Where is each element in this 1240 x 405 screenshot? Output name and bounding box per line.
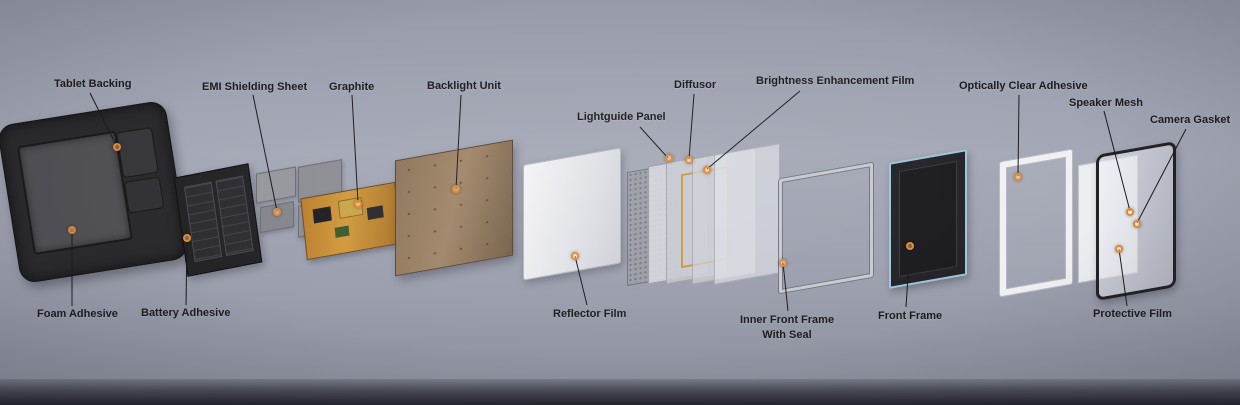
callout-marker-brightness-enhancement-film xyxy=(703,166,711,174)
callout-marker-backlight-unit xyxy=(452,185,460,193)
callout-marker-lightguide-panel xyxy=(665,154,673,162)
label-emi-shielding-sheet: EMI Shielding Sheet xyxy=(202,81,308,93)
callout-marker-speaker-mesh xyxy=(1126,208,1134,216)
label-brightness-enhancement-film: Brightness Enhancement Film xyxy=(756,75,915,87)
label-camera-gasket: Camera Gasket xyxy=(1150,114,1231,126)
label-backlight-unit: Backlight Unit xyxy=(427,80,501,92)
floor-shadow-band xyxy=(0,379,1240,405)
label-front-frame: Front Frame xyxy=(878,310,943,322)
callout-marker-protective-film xyxy=(1115,245,1123,253)
label-protective-film: Protective Film xyxy=(1093,308,1172,320)
label-inner-front-frame-with-seal: Inner Front Frame With Seal xyxy=(739,314,835,341)
callout-marker-battery-adhesive xyxy=(183,234,191,242)
callout-marker-reflector-film xyxy=(571,252,579,260)
callout-marker-foam-adhesive xyxy=(68,226,76,234)
label-diffusor: Diffusor xyxy=(674,79,717,91)
callout-marker-diffusor xyxy=(685,156,693,164)
label-foam-adhesive: Foam Adhesive xyxy=(37,308,118,320)
label-battery-adhesive: Battery Adhesive xyxy=(141,307,231,319)
label-speaker-mesh: Speaker Mesh xyxy=(1069,97,1143,109)
callout-marker-emi-shielding-sheet xyxy=(273,208,281,216)
label-graphite: Graphite xyxy=(329,81,375,93)
label-optically-clear-adhesive: Optically Clear Adhesive xyxy=(959,80,1088,92)
label-lightguide-panel: Lightguide Panel xyxy=(577,111,666,123)
callout-marker-optically-clear-adhesive xyxy=(1014,173,1022,181)
callout-marker-inner-front-frame xyxy=(779,259,787,267)
callout-marker-front-frame xyxy=(906,242,914,250)
label-reflector-film: Reflector Film xyxy=(553,308,627,320)
callout-marker-tablet-backing xyxy=(113,143,121,151)
label-tablet-backing: Tablet Backing xyxy=(54,78,132,90)
callout-marker-graphite xyxy=(354,200,362,208)
callout-marker-camera-gasket xyxy=(1133,220,1141,228)
